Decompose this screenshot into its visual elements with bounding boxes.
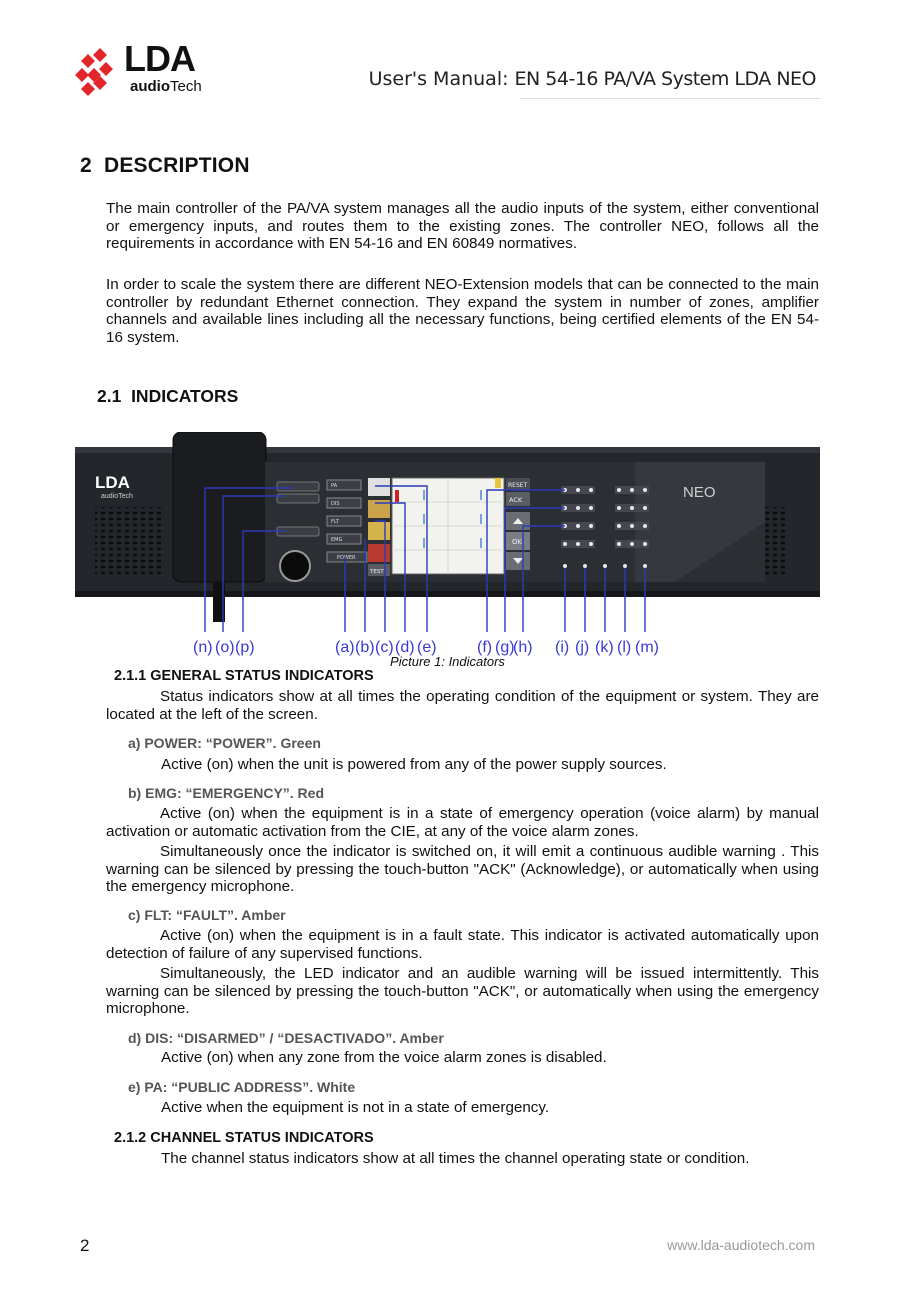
item-dis-text: Active (on) when any zone from the voice…	[161, 1049, 607, 1066]
manual-title: User's Manual: EN 54-16 PA/VA System LDA…	[368, 68, 817, 90]
ok-button[interactable]: OK	[512, 538, 523, 546]
callout-h: (h)	[513, 639, 533, 656]
callout-i: (i)	[555, 639, 569, 656]
logo-brand: LDA	[124, 38, 196, 79]
emergency-microphone[interactable]	[172, 431, 267, 583]
description-paragraph-1: The main controller of the PA/VA system …	[106, 200, 819, 253]
header-divider	[520, 98, 820, 99]
callout-c: (c)	[375, 639, 394, 656]
callout-a: (a)	[335, 639, 355, 656]
key-pa-label: PA	[331, 483, 338, 489]
callout-l: (l)	[617, 639, 631, 656]
key-flt-label: FLT	[331, 519, 340, 525]
footer-website-link[interactable]: www.lda-audiotech.com	[667, 1237, 815, 1253]
item-power-heading: a) POWER: “POWER”. Green	[128, 735, 321, 751]
screen-left-button-2[interactable]	[368, 500, 390, 518]
general-status-intro: Status indicators show at all times the …	[106, 688, 819, 723]
manual-title-main: EN 54-16 PA/VA System LDA NEO	[514, 68, 817, 90]
callout-n: (n)	[193, 639, 213, 656]
manual-title-prefix: User's Manual:	[368, 68, 515, 90]
channel-status-intro: The channel status indicators show at al…	[161, 1150, 750, 1167]
channel-status-heading: 2.1.2 CHANNEL STATUS INDICATORS	[114, 1130, 374, 1146]
callout-o: (o)	[215, 639, 235, 656]
callout-d: (d)	[395, 639, 415, 656]
device-brand-sub: audioTech	[101, 493, 133, 500]
callout-g: (g)	[495, 639, 515, 656]
reset-button[interactable]: RESET	[508, 482, 528, 489]
item-pa-heading: e) PA: “PUBLIC ADDRESS”. White	[128, 1079, 356, 1095]
subsection-number: 2.1	[97, 386, 122, 406]
mic-connector	[279, 550, 311, 582]
figure-caption: Picture 1: Indicators	[390, 654, 505, 669]
callout-k: (k)	[595, 639, 614, 656]
device-brand: LDA	[95, 473, 130, 492]
item-emg-heading: b) EMG: “EMERGENCY”. Red	[128, 785, 325, 801]
callout-b: (b)	[355, 639, 375, 656]
lda-diamond-icon	[75, 48, 113, 96]
callout-lines	[204, 485, 646, 632]
screen-left-button-3[interactable]	[368, 522, 390, 540]
item-pa-text: Active when the equipment is not in a st…	[161, 1099, 550, 1116]
down-arrow-icon	[513, 558, 523, 564]
key-dis-label: DIS	[331, 501, 340, 507]
indicators-figure: LDA audioTech NEO PA DIS FLT EMG POWER	[75, 431, 820, 662]
key-power-label: POWER	[337, 555, 356, 561]
up-arrow-icon	[513, 518, 523, 524]
screen-left-button-4[interactable]	[368, 544, 390, 562]
callout-m: (m)	[635, 639, 659, 656]
test-button[interactable]: TEST	[369, 569, 384, 575]
section-number: 2	[80, 154, 92, 177]
lda-logo: LDA audioTech	[74, 38, 224, 100]
item-power-text: Active (on) when the unit is powered fro…	[161, 756, 667, 773]
item-emg-text-2: Simultaneously once the indicator is swi…	[106, 843, 819, 896]
description-paragraph-2: In order to scale the system there are d…	[106, 276, 819, 346]
item-flt-text-1: Active (on) when the equipment is in a f…	[106, 927, 819, 962]
callout-e: (e)	[417, 639, 437, 656]
item-dis-heading: d) DIS: “DISARMED” / “DESACTIVADO”. Ambe…	[128, 1030, 444, 1046]
page-number: 2	[80, 1236, 90, 1255]
item-flt-heading: c) FLT: “FAULT”. Amber	[128, 907, 286, 923]
ack-button[interactable]: ACK	[509, 496, 523, 504]
key-emg-label: EMG	[331, 537, 342, 543]
callout-f: (f)	[477, 639, 492, 656]
subsection-title: INDICATORS	[131, 386, 239, 406]
screen-left-button-1[interactable]	[368, 478, 390, 496]
callout-j: (j)	[575, 639, 589, 656]
logo-subtitle: audioTech	[130, 78, 202, 95]
subsection-heading: 2.1 INDICATORS	[97, 386, 238, 407]
callout-p: (p)	[235, 639, 255, 656]
general-status-heading: 2.1.1 GENERAL STATUS INDICATORS	[114, 668, 374, 684]
section-heading: 2 DESCRIPTION	[80, 154, 250, 178]
item-emg-text-1: Active (on) when the equipment is in a s…	[106, 805, 819, 840]
device-model: NEO	[683, 484, 716, 501]
item-flt-text-2: Simultaneously, the LED indicator and an…	[106, 965, 819, 1018]
section-title: DESCRIPTION	[103, 154, 250, 177]
vent-left	[95, 507, 165, 577]
device-front-panel: LDA audioTech NEO PA DIS FLT EMG POWER	[75, 431, 820, 656]
